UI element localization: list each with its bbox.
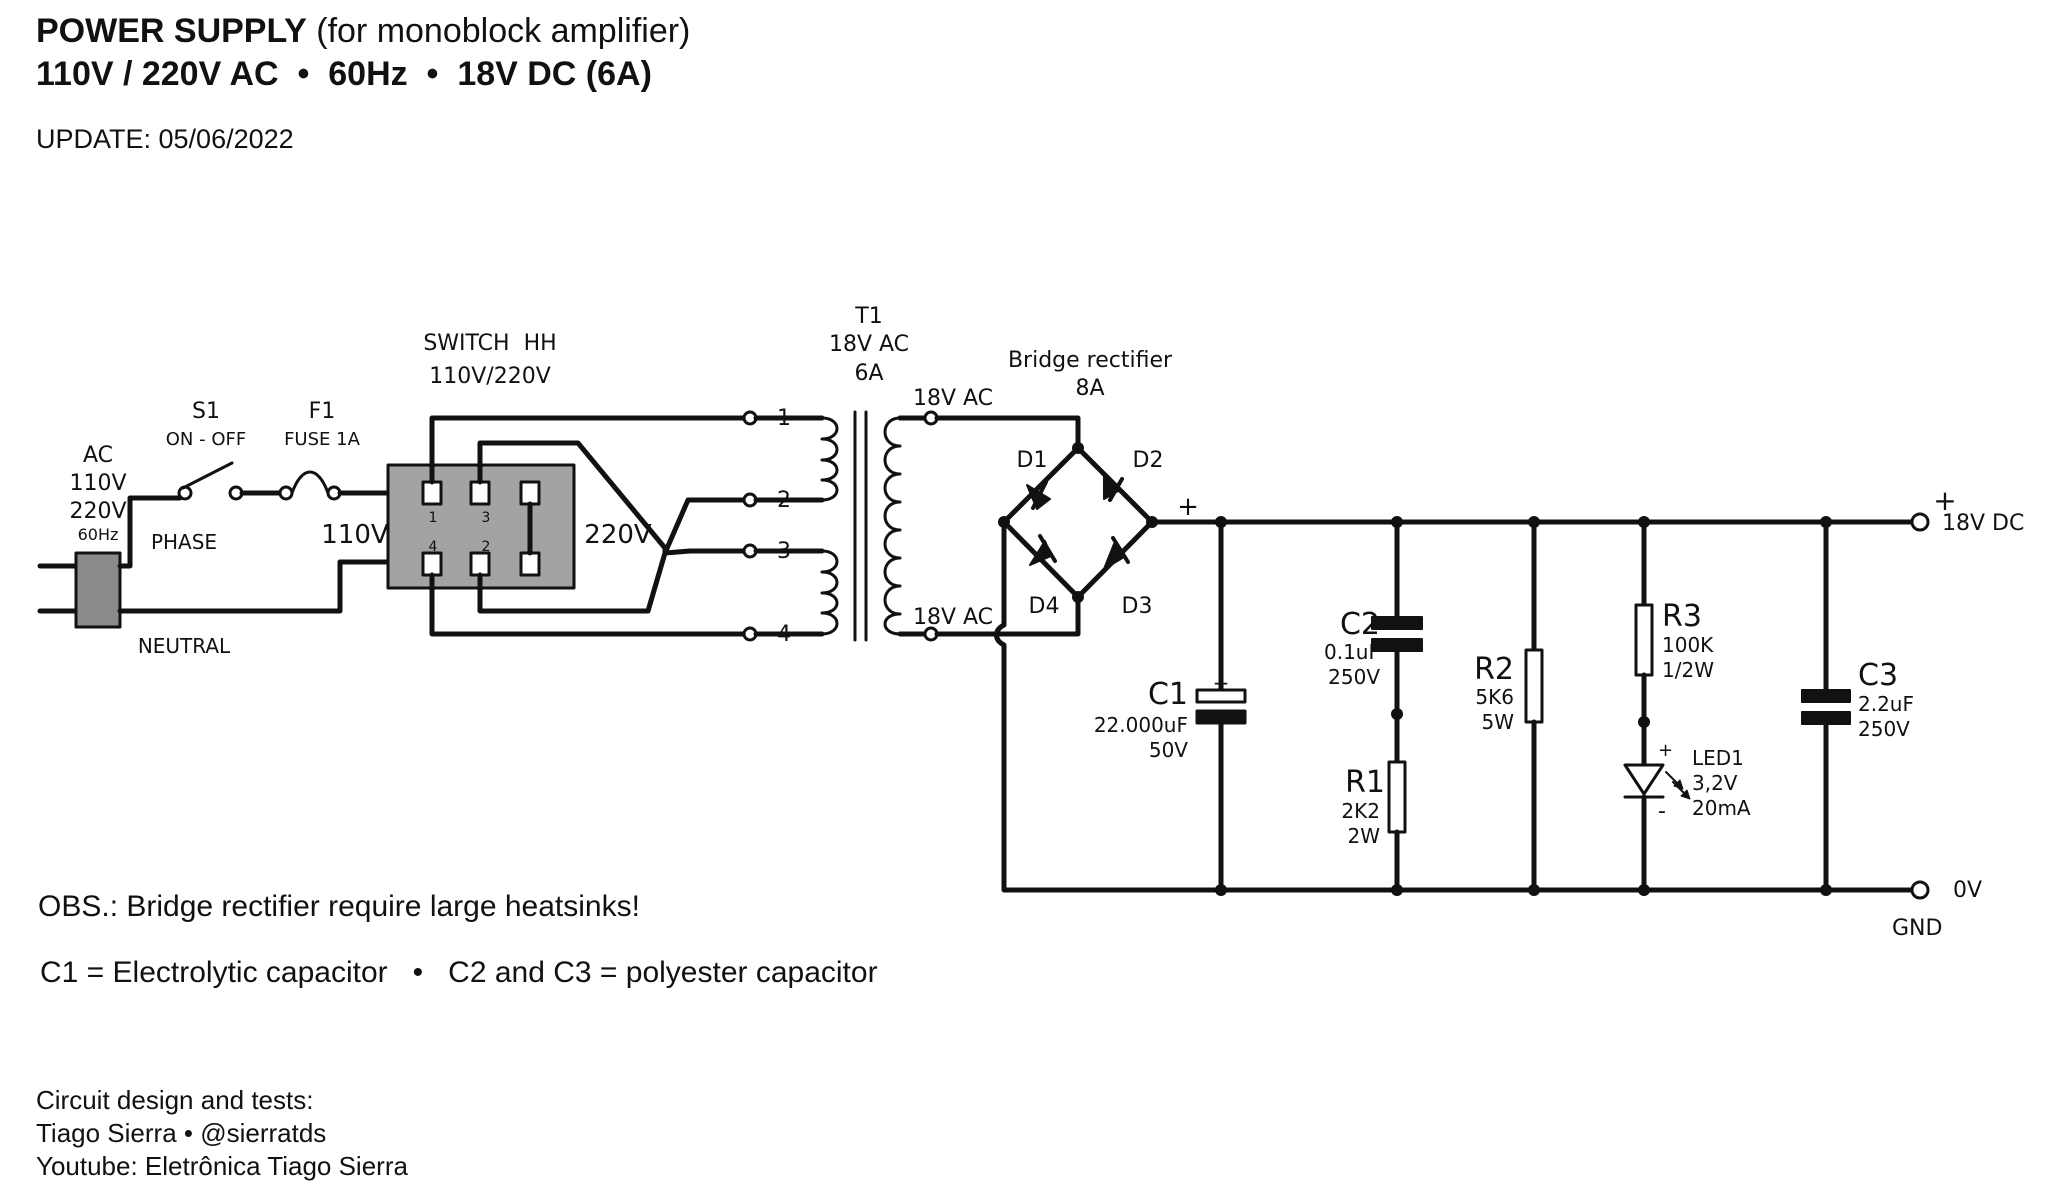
credit-line: Tiago Sierra • @sierratds: [36, 1118, 327, 1148]
t1-amps: 6A: [854, 361, 883, 386]
s1-desc: ON - OFF: [166, 429, 246, 450]
diode-d3: D3: [1122, 594, 1153, 619]
r3-ref: R3: [1662, 599, 1702, 634]
bridge-amps: 8A: [1075, 376, 1104, 401]
r2-value: 5K6: [1475, 685, 1514, 709]
capacitor-note: C1 = Electrolytic capacitor • C2 and C3 …: [40, 956, 878, 989]
r2-ref: R2: [1474, 652, 1514, 687]
f1-desc: FUSE 1A: [284, 429, 361, 450]
out-0v: 0V: [1953, 878, 1982, 903]
t1-ref: T1: [854, 304, 882, 329]
r3-watt: 1/2W: [1662, 658, 1714, 682]
r1-value: 2K2: [1341, 799, 1380, 823]
update-date: UPDATE: 05/06/2022: [36, 124, 294, 154]
out-18v-dc: 18V DC: [1942, 511, 2024, 536]
title-subtitle: (for monoblock amplifier): [306, 12, 691, 50]
t1-secondary-top: 18V AC: [913, 386, 993, 411]
out-gnd: GND: [1892, 916, 1942, 941]
c1-volt: 50V: [1149, 738, 1188, 762]
diode-d4: D4: [1029, 594, 1060, 619]
credits: Circuit design and tests: Tiago Sierra •…: [36, 1084, 408, 1183]
neutral-label: NEUTRAL: [138, 634, 231, 658]
switch-pin: 1: [429, 510, 438, 526]
led1-current: 20mA: [1692, 796, 1751, 820]
switch-desc: 110V/220V: [429, 364, 551, 389]
bridge-ref: Bridge rectifier: [1008, 348, 1173, 373]
bridge-plus: +: [1177, 492, 1199, 522]
switch-220v-label: 220V: [584, 520, 652, 550]
t1-pin: 2: [777, 488, 791, 513]
credit-line: Circuit design and tests:: [36, 1085, 314, 1115]
r2-watt: 5W: [1482, 710, 1515, 734]
c3-volt: 250V: [1858, 717, 1910, 741]
switch-pin: 2: [482, 539, 491, 555]
f1-ref: F1: [309, 399, 336, 424]
r1-ref: R1: [1345, 765, 1385, 800]
heatsink-note: OBS.: Bridge rectifier require large hea…: [38, 890, 640, 923]
switch-pin: 4: [429, 539, 438, 555]
c1-value: 22.000uF: [1094, 713, 1188, 737]
switch-ref: SWITCH HH: [423, 331, 556, 356]
c1-ref: C1: [1148, 677, 1188, 712]
led1-plus: +: [1658, 740, 1673, 761]
switch-pin: 3: [482, 510, 491, 526]
phase-label: PHASE: [151, 530, 217, 554]
diode-d2: D2: [1133, 448, 1164, 473]
out-plus: +: [1933, 484, 1956, 517]
t1-secondary-bottom: 18V AC: [913, 605, 993, 630]
t1-pin: 1: [777, 406, 791, 431]
c2-volt: 250V: [1328, 665, 1380, 689]
c1-plus-mark: +: [1213, 671, 1230, 695]
credit-line: Youtube: Eletrônica Tiago Sierra: [36, 1151, 408, 1181]
t1-desc: 18V AC: [829, 332, 909, 357]
diode-d1: D1: [1017, 448, 1048, 473]
ac-frequency: 60Hz: [78, 525, 119, 544]
r3-value: 100K: [1662, 633, 1714, 657]
ac-ref: AC: [83, 443, 113, 468]
led1-minus: -: [1658, 799, 1666, 824]
switch-110v-label: 110V: [321, 520, 389, 550]
led1-volt: 3,2V: [1692, 771, 1738, 795]
page-title: POWER SUPPLY (for monoblock amplifier): [36, 12, 690, 51]
ac-voltage-110: 110V: [69, 471, 126, 496]
title-bold: POWER SUPPLY: [36, 12, 307, 50]
specs-line: 110V / 220V AC • 60Hz • 18V DC (6A): [36, 55, 652, 93]
ac-voltage-220: 220V: [69, 499, 126, 524]
led1-ref: LED1: [1692, 746, 1744, 770]
c2-value: 0.1uF: [1324, 640, 1380, 664]
c3-value: 2.2uF: [1858, 692, 1914, 716]
c3-ref: C3: [1858, 658, 1898, 693]
t1-pin: 4: [777, 622, 791, 647]
c2-ref: C2: [1340, 607, 1380, 642]
s1-ref: S1: [192, 399, 220, 424]
r1-watt: 2W: [1348, 824, 1381, 848]
t1-pin: 3: [777, 539, 791, 564]
